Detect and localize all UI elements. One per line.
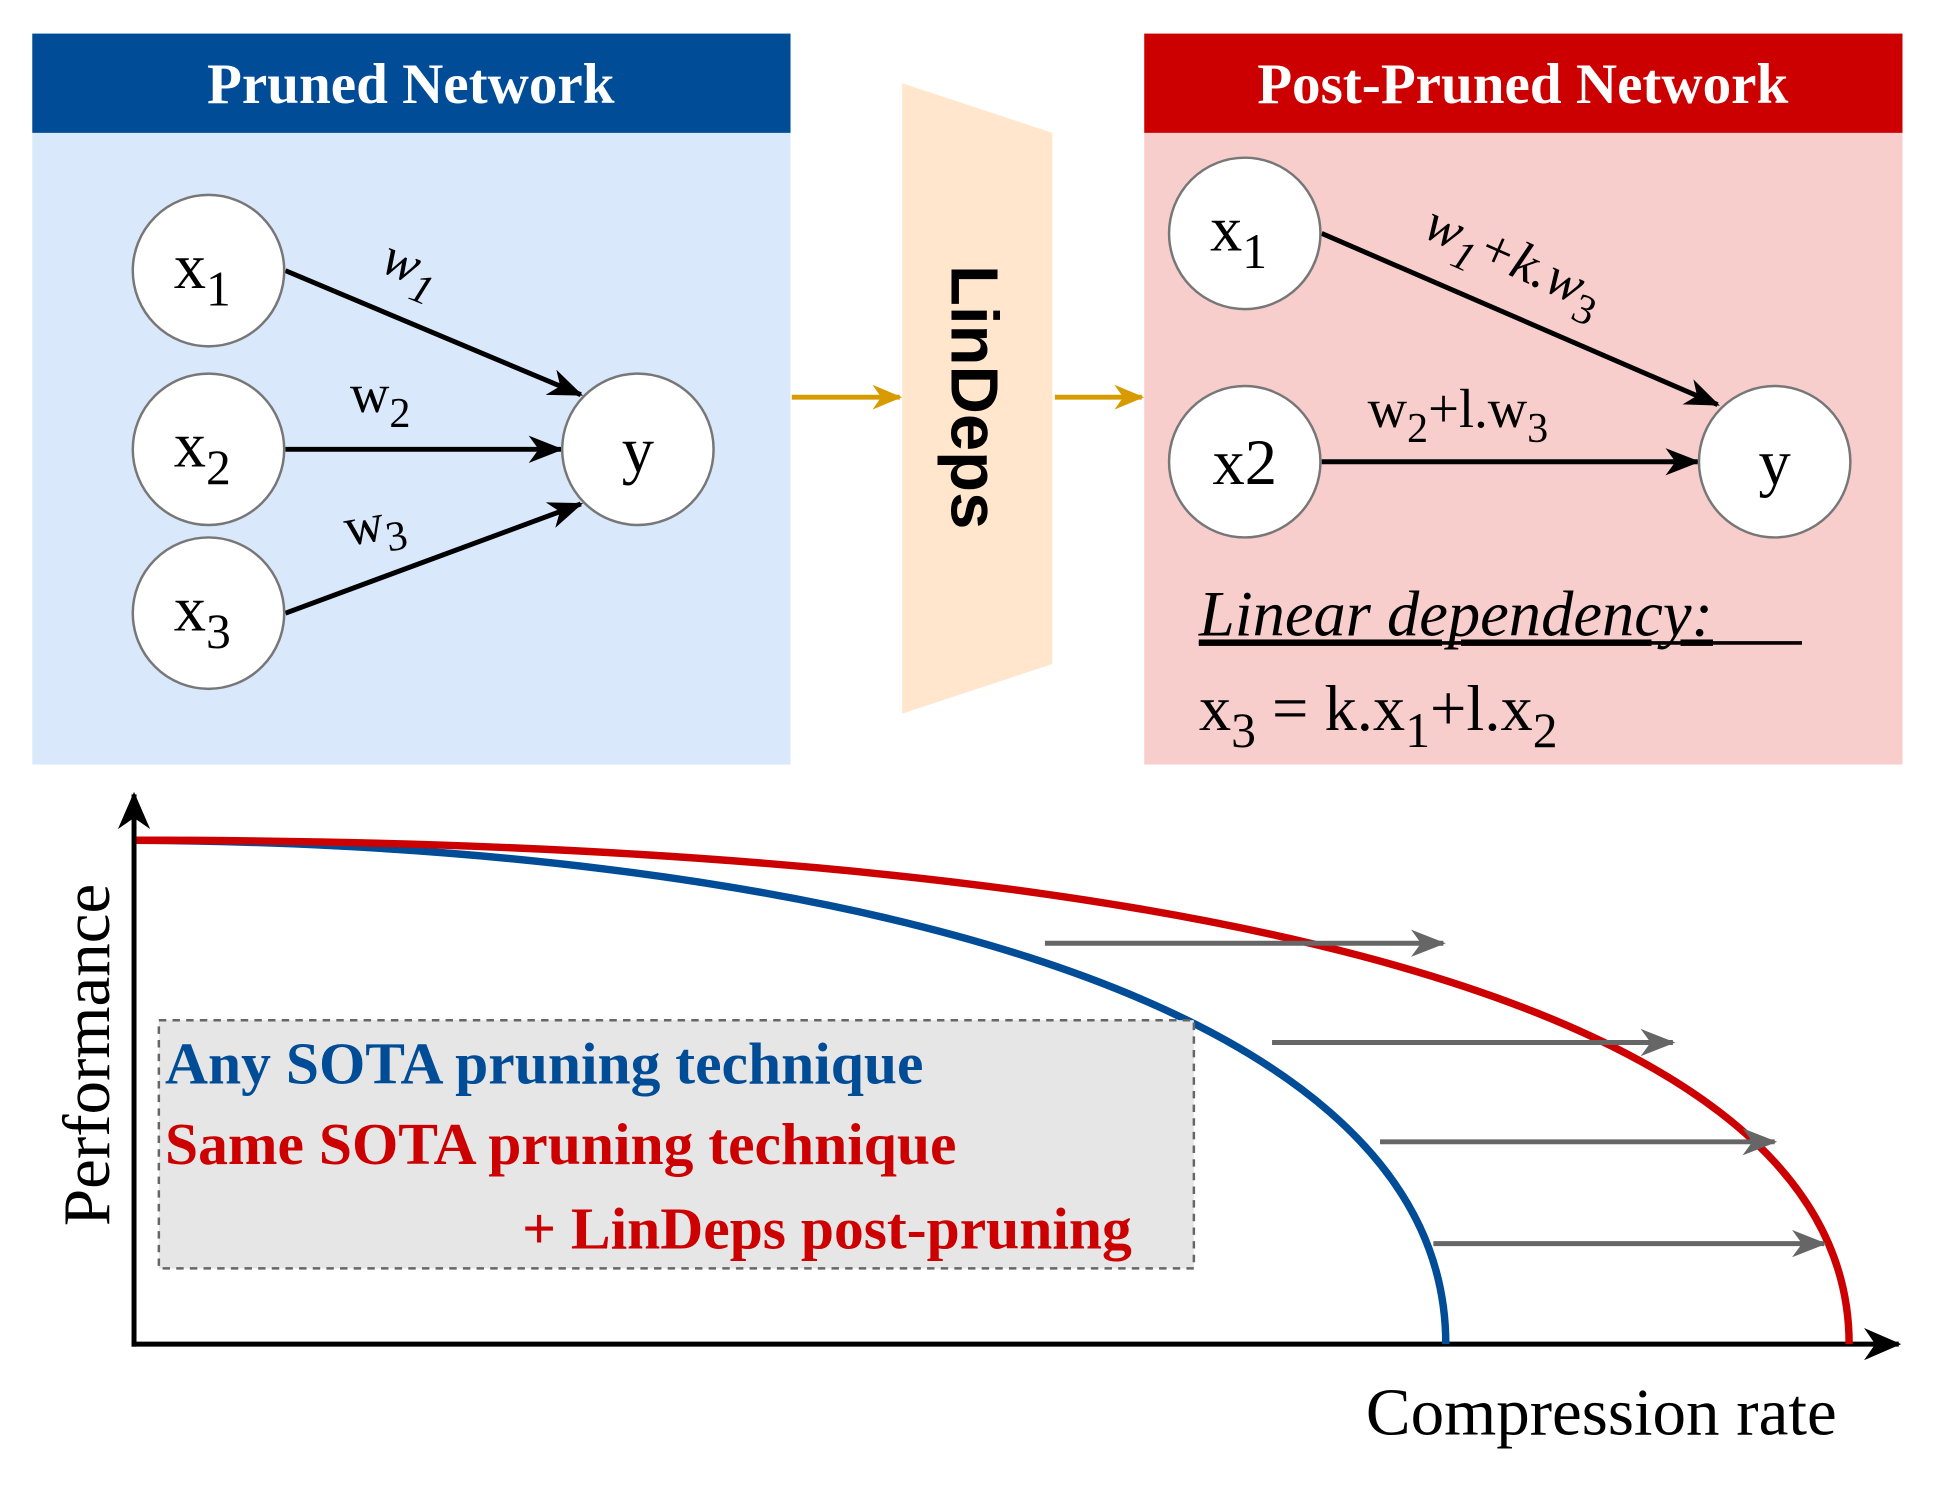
panel-header (32, 33, 791, 133)
node-x1-label: x1 (174, 230, 231, 316)
node-x1 (1167, 156, 1322, 311)
legend-box (157, 1018, 1196, 1270)
node-x3-label: x3 (174, 573, 231, 659)
lindeps-label: LinDeps (937, 265, 1012, 529)
dependency-title: Linear dependency: (1198, 577, 1713, 649)
performance-chart: Performance Compression rate Any SOTA pr… (50, 791, 1902, 1450)
legend-lindeps-line1: Same SOTA pruning technique (165, 1111, 956, 1177)
weight-w2: w2 (350, 363, 411, 437)
post-pruned-network-panel: Post-Pruned Network x1 x2 y w1+k.w3 w2+l… (1144, 33, 1903, 765)
node-y-label: y (622, 414, 654, 486)
node-x2 (1167, 384, 1322, 539)
pruned-network-panel: Pruned Network x1 x2 x3 y w1 w2 w3 (32, 33, 791, 765)
legend-lindeps-line2: + LinDeps post-pruning (522, 1196, 1132, 1262)
panel-title: Pruned Network (207, 53, 615, 116)
edge-w1 (284, 268, 584, 398)
node-x2 (131, 372, 286, 527)
panel-header (1144, 33, 1903, 133)
node-y (1697, 384, 1852, 539)
y-axis-label: Performance (50, 884, 124, 1226)
node-x1-label: x1 (1210, 193, 1267, 279)
weight-edge2: w2+l.w3 (1368, 378, 1549, 452)
node-x2-label: x2 (174, 409, 231, 495)
legend: Any SOTA pruning technique Same SOTA pru… (157, 1018, 1196, 1270)
node-x3 (131, 536, 286, 691)
baseline-pruning-curve (136, 836, 1450, 1345)
node-y-label: y (1759, 426, 1791, 498)
node-y (560, 372, 715, 527)
lindeps-pruning-curve (136, 836, 1853, 1345)
edge-x1-y (1320, 231, 1720, 407)
x-axis-label: Compression rate (1366, 1376, 1837, 1450)
node-x1 (131, 193, 286, 348)
lindeps-block (902, 83, 1053, 714)
node-x2-label: x2 (1212, 426, 1277, 498)
legend-baseline: Any SOTA pruning technique (165, 1030, 923, 1096)
edge-w3 (284, 501, 584, 616)
dependency-equation: x3 = k.x1+l.x2 (1199, 672, 1558, 758)
panel-title: Post-Pruned Network (1257, 53, 1788, 116)
